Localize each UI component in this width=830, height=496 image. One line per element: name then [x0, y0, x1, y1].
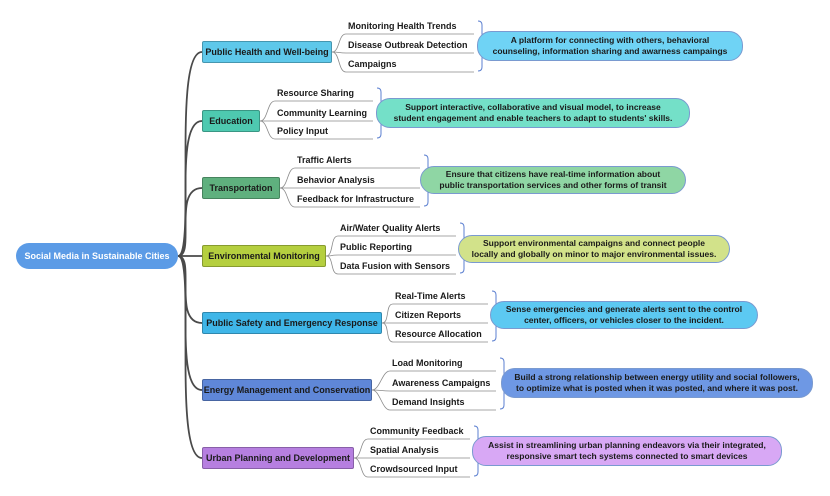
- leaf-underline: [353, 438, 470, 459]
- branch-description: Assist in streamlining urban planning en…: [472, 436, 782, 466]
- leaf-item: Monitoring Health Trends: [348, 21, 457, 31]
- branch-description: Support interactive, collaborative and v…: [376, 98, 690, 128]
- leaf-item: Spatial Analysis: [370, 445, 439, 455]
- leaf-item: Campaigns: [348, 59, 397, 69]
- leaf-item: Traffic Alerts: [297, 155, 352, 165]
- root-connector: [177, 51, 203, 257]
- branch-description: Sense emergencies and generate alerts se…: [490, 301, 758, 329]
- branch-transportation[interactable]: Transportation: [202, 177, 280, 199]
- leaf-item: Community Feedback: [370, 426, 464, 436]
- leaf-underline: [331, 33, 474, 53]
- leaf-item: Demand Insights: [392, 397, 465, 407]
- leaf-item: Citizen Reports: [395, 310, 462, 320]
- branch-description: Support environmental campaigns and conn…: [458, 235, 730, 263]
- leaf-underline: [371, 389, 496, 411]
- root-connector: [177, 120, 203, 257]
- leaf-underline: [353, 457, 470, 478]
- leaf-underline: [381, 322, 488, 343]
- root-node[interactable]: Social Media in Sustainable Cities: [16, 243, 178, 269]
- leaf-underline: [259, 120, 373, 140]
- root-connector: [177, 255, 203, 324]
- leaf-item: Data Fusion with Sensors: [340, 261, 451, 271]
- branch-public-health[interactable]: Public Health and Well-being: [202, 41, 332, 63]
- leaf-item: Disease Outbreak Detection: [348, 40, 468, 50]
- leaf-item: Crowdsourced Input: [370, 464, 458, 474]
- leaf-underline: [279, 167, 420, 189]
- branch-description: Ensure that citizens have real-time info…: [420, 166, 686, 194]
- leaf-underline: [381, 303, 488, 324]
- leaf-item: Awareness Campaigns: [392, 378, 491, 388]
- branch-urban-planning[interactable]: Urban Planning and Development: [202, 447, 354, 469]
- leaf-item: Behavior Analysis: [297, 175, 375, 185]
- branch-environmental-monitoring[interactable]: Environmental Monitoring: [202, 245, 326, 267]
- leaf-item: Policy Input: [277, 126, 329, 136]
- leaf-item: Real-Time Alerts: [395, 291, 466, 301]
- leaf-underline: [325, 255, 456, 275]
- branch-education[interactable]: Education: [202, 110, 260, 132]
- branch-description: A platform for connecting with others, b…: [477, 31, 743, 61]
- leaf-underline: [325, 254, 456, 257]
- leaf-underline: [331, 51, 474, 54]
- leaf-underline: [331, 51, 474, 73]
- leaf-underline: [279, 187, 420, 208]
- leaf-underline: [325, 235, 456, 257]
- leaf-underline: [371, 389, 496, 392]
- leaf-item: Air/Water Quality Alerts: [340, 223, 441, 233]
- leaf-item: Resource Sharing: [277, 88, 355, 98]
- root-connector: [177, 255, 203, 459]
- leaf-underline: [371, 370, 496, 391]
- leaf-item: Community Learning: [277, 108, 368, 118]
- root-connector: [177, 187, 203, 257]
- leaf-item: Feedback for Infrastructure: [297, 194, 415, 204]
- leaf-underline: [259, 100, 373, 122]
- branch-description: Build a strong relationship between ener…: [501, 368, 813, 398]
- leaf-item: Public Reporting: [340, 242, 412, 252]
- leaf-item: Load Monitoring: [392, 358, 463, 368]
- leaf-item: Resource Allocation: [395, 329, 482, 339]
- branch-energy-management[interactable]: Energy Management and Conservation: [202, 379, 372, 401]
- branch-public-safety[interactable]: Public Safety and Emergency Response: [202, 312, 382, 334]
